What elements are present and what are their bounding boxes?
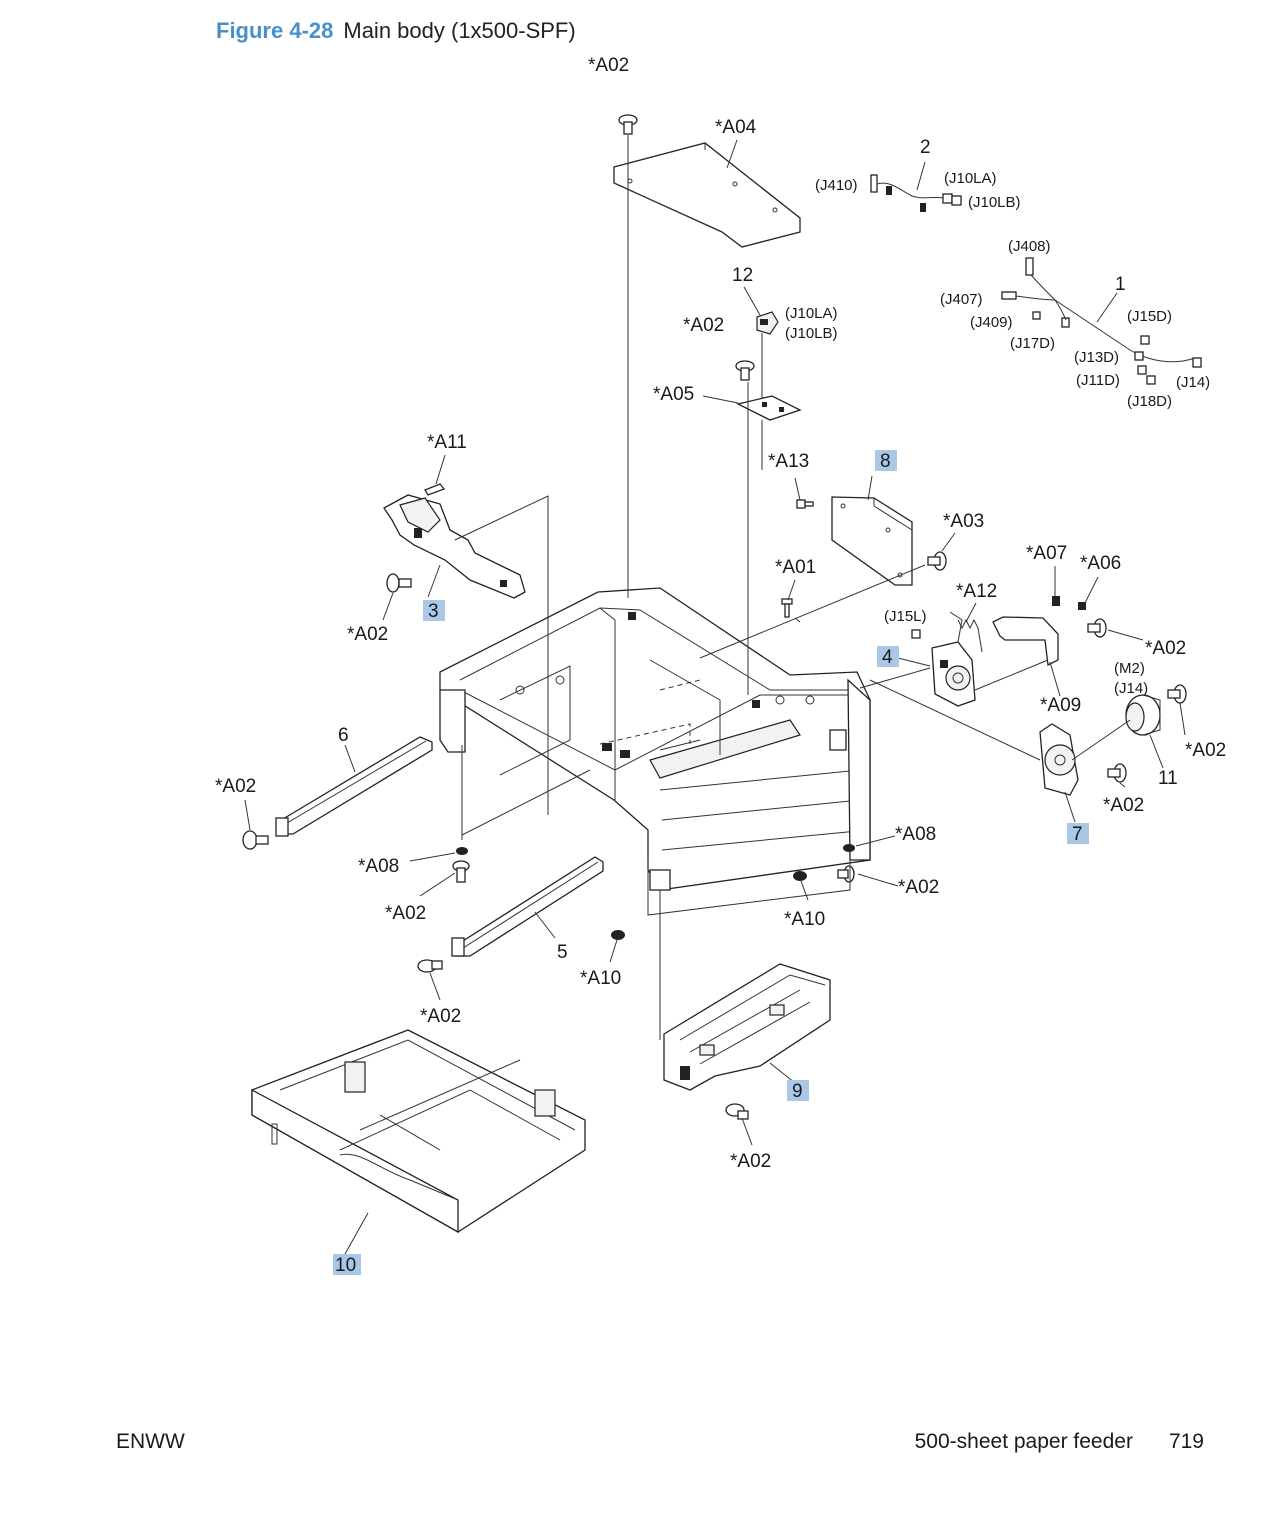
callout-a08-right: *A08 (895, 824, 936, 845)
connector-j407: (J407) (940, 291, 983, 308)
figure-number: Figure 4-28 (216, 18, 334, 43)
bracket-a09 (992, 596, 1086, 666)
callout-9: 9 (792, 1081, 803, 1102)
callout-a11: *A11 (427, 432, 467, 453)
feed-unit-9 (663, 963, 831, 1091)
screw-a13 (796, 499, 814, 509)
exploded-parts-diagram: *A02 *A04 2 1 12 *A02 *A05 *A11 *A13 8 *… (215, 55, 1226, 1276)
callout-12: 12 (732, 265, 753, 286)
harness-2 (870, 174, 962, 212)
leader-lines (244, 139, 1186, 1255)
footer-section: 500-sheet paper feeder (914, 1430, 1133, 1453)
screw-top (618, 114, 638, 135)
callout-2: 2 (920, 137, 931, 158)
callout-5: 5 (557, 942, 568, 963)
callout-a04: *A04 (715, 117, 757, 138)
callout-a02-motor: *A02 (1185, 740, 1226, 761)
callout-8: 8 (880, 451, 891, 472)
bracket-a05 (736, 395, 802, 421)
connector-j410: (J410) (815, 177, 858, 194)
screw-a02-feed (725, 1103, 749, 1120)
connector-j10lb-top: (J10LB) (968, 194, 1021, 211)
connector-j11d: (J11D) (1076, 372, 1120, 389)
connector-j18d: (J18D) (1127, 393, 1172, 410)
callout-a03: *A03 (943, 511, 984, 532)
callout-a02-rail5: *A02 (420, 1006, 461, 1027)
figure-title: Main body (1x500-SPF) (343, 18, 576, 43)
tray-10 (251, 1029, 586, 1234)
connector-j10la-top: (J10LA) (944, 170, 997, 187)
footer-right: 500-sheet paper feeder 719 (915, 1430, 1204, 1454)
callout-6: 6 (338, 725, 349, 746)
callout-a10-right: *A10 (784, 909, 825, 930)
connector-j10lb-mid: (J10LB) (785, 325, 838, 342)
screw-a02-left (386, 573, 412, 593)
callout-11: 11 (1158, 768, 1178, 789)
feet-a10 (611, 871, 807, 940)
screw-a02-rail5 (417, 959, 443, 973)
callout-a02-right-lower: *A02 (898, 877, 939, 898)
feet-right (837, 844, 855, 883)
harness-1 (1001, 257, 1202, 385)
drive-assembly-4 (911, 611, 976, 707)
callout-7: 7 (1072, 824, 1083, 845)
connector-j408: (J408) (1008, 238, 1051, 255)
screw-a02-motor (1107, 684, 1187, 783)
callout-a02-left: *A02 (347, 624, 388, 645)
screw-a01 (781, 598, 793, 618)
callout-a02-mid: *A02 (683, 315, 724, 336)
rail-6 (275, 736, 433, 837)
callout-a09: *A09 (1040, 695, 1081, 716)
callout-1: 1 (1115, 274, 1126, 295)
screw-a02-rail6 (242, 830, 269, 850)
assembly-3 (383, 483, 526, 599)
callout-a01: *A01 (775, 557, 816, 578)
callout-a05: *A05 (653, 384, 694, 405)
top-cover-a04 (613, 142, 801, 248)
spring-a12 (957, 618, 983, 653)
callout-3: 3 (428, 601, 439, 622)
connector-j15l: (J15L) (884, 608, 927, 625)
screw-a02-right-upper (1087, 618, 1107, 638)
connector-j13d: (J13D) (1074, 349, 1119, 366)
feet-left (452, 847, 470, 883)
callout-a13: *A13 (768, 451, 809, 472)
connector-j14-motor: (J14) (1114, 680, 1148, 697)
callout-a06: *A06 (1080, 553, 1121, 574)
callout-a02-rail6: *A02 (215, 776, 256, 797)
connector-j14-top: (J14) (1176, 374, 1210, 391)
callout-a02-top: *A02 (588, 55, 629, 76)
connector-j10la-mid: (J10LA) (785, 305, 838, 322)
callout-a02-feed: *A02 (730, 1151, 771, 1172)
callout-10: 10 (335, 1255, 356, 1276)
page-number: 719 (1168, 1430, 1204, 1453)
callout-a02-right-upper: *A02 (1145, 638, 1186, 659)
pcb-8 (831, 496, 913, 586)
callout-a10-left: *A10 (580, 968, 621, 989)
connector-j15d: (J15D) (1127, 308, 1172, 325)
connector-j409: (J409) (970, 314, 1013, 331)
callout-a07: *A07 (1026, 543, 1067, 564)
screw-a03 (927, 551, 947, 571)
rail-5 (451, 856, 604, 957)
screw-a02-mid (735, 360, 755, 381)
footer-left: ENWW (116, 1430, 185, 1453)
figure-header: Figure 4-28 Main body (1x500-SPF) (216, 18, 576, 44)
connector-j17d: (J17D) (1010, 335, 1055, 352)
highlight-boxes (333, 450, 1089, 1275)
callout-a12: *A12 (956, 581, 997, 602)
motor-mount-7 (1039, 723, 1079, 796)
callout-a08-left: *A08 (358, 856, 399, 877)
connector-m2: (M2) (1114, 660, 1145, 677)
callout-labels: *A02 *A04 2 1 12 *A02 *A05 *A11 *A13 8 *… (215, 55, 1226, 1276)
callout-a02-left-lower: *A02 (385, 903, 426, 924)
motor-11 (1125, 694, 1161, 736)
callout-4: 4 (882, 647, 893, 668)
callout-a02-mount: *A02 (1103, 795, 1144, 816)
connector-labels: (J410) (J10LA) (J10LB) (J408) (J407) (J4… (785, 170, 1210, 697)
guide-lines (454, 135, 1131, 1040)
main-frame (439, 587, 871, 891)
sensor-12 (756, 311, 779, 398)
